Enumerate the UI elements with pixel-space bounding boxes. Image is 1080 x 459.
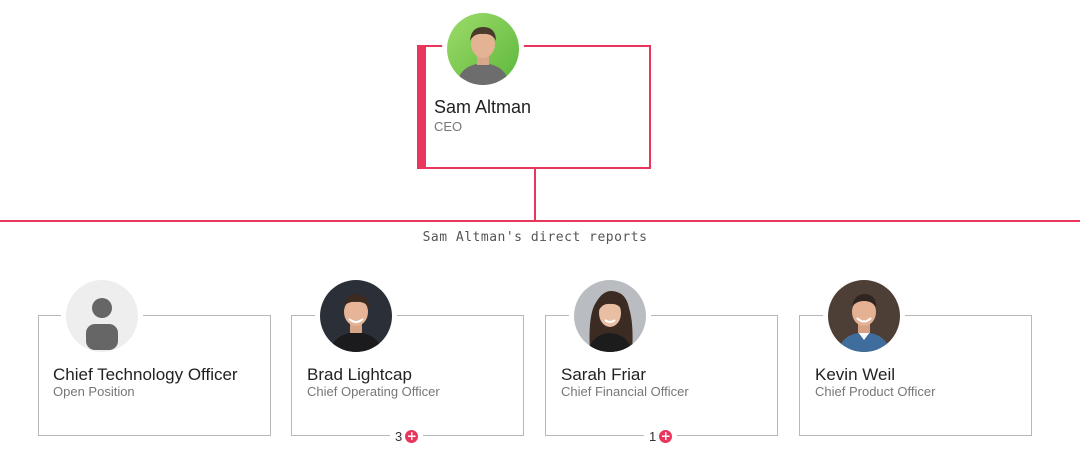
coo-avatar (320, 280, 392, 352)
cfo-avatar (574, 280, 646, 352)
report-name: Chief Technology Officer (53, 365, 238, 384)
expand-reports-button[interactable]: 3 + (390, 427, 424, 445)
expand-reports-button[interactable]: 1 + (644, 427, 678, 445)
ceo-avatar (447, 13, 519, 85)
reports-count: 3 (395, 428, 403, 444)
report-name: Kevin Weil (815, 365, 895, 384)
report-title: Open Position (53, 384, 135, 399)
report-card-cto[interactable] (38, 315, 271, 436)
plus-circle-icon: + (405, 428, 419, 443)
reports-divider-line (0, 220, 1080, 222)
report-title: Chief Operating Officer (307, 384, 440, 399)
plus-circle-icon: + (659, 428, 673, 443)
direct-reports-caption: Sam Altman's direct reports (422, 230, 648, 245)
placeholder-avatar-icon (66, 280, 138, 352)
ceo-title: CEO (434, 119, 463, 134)
report-title: Chief Financial Officer (561, 384, 689, 399)
ceo-name: Sam Altman (434, 97, 532, 117)
ceo-connector-line (534, 169, 536, 221)
report-name: Brad Lightcap (307, 365, 412, 384)
cpo-avatar (828, 280, 900, 352)
report-name: Sarah Friar (561, 365, 647, 384)
reports-count: 1 (649, 428, 657, 444)
report-title: Chief Product Officer (815, 384, 936, 399)
